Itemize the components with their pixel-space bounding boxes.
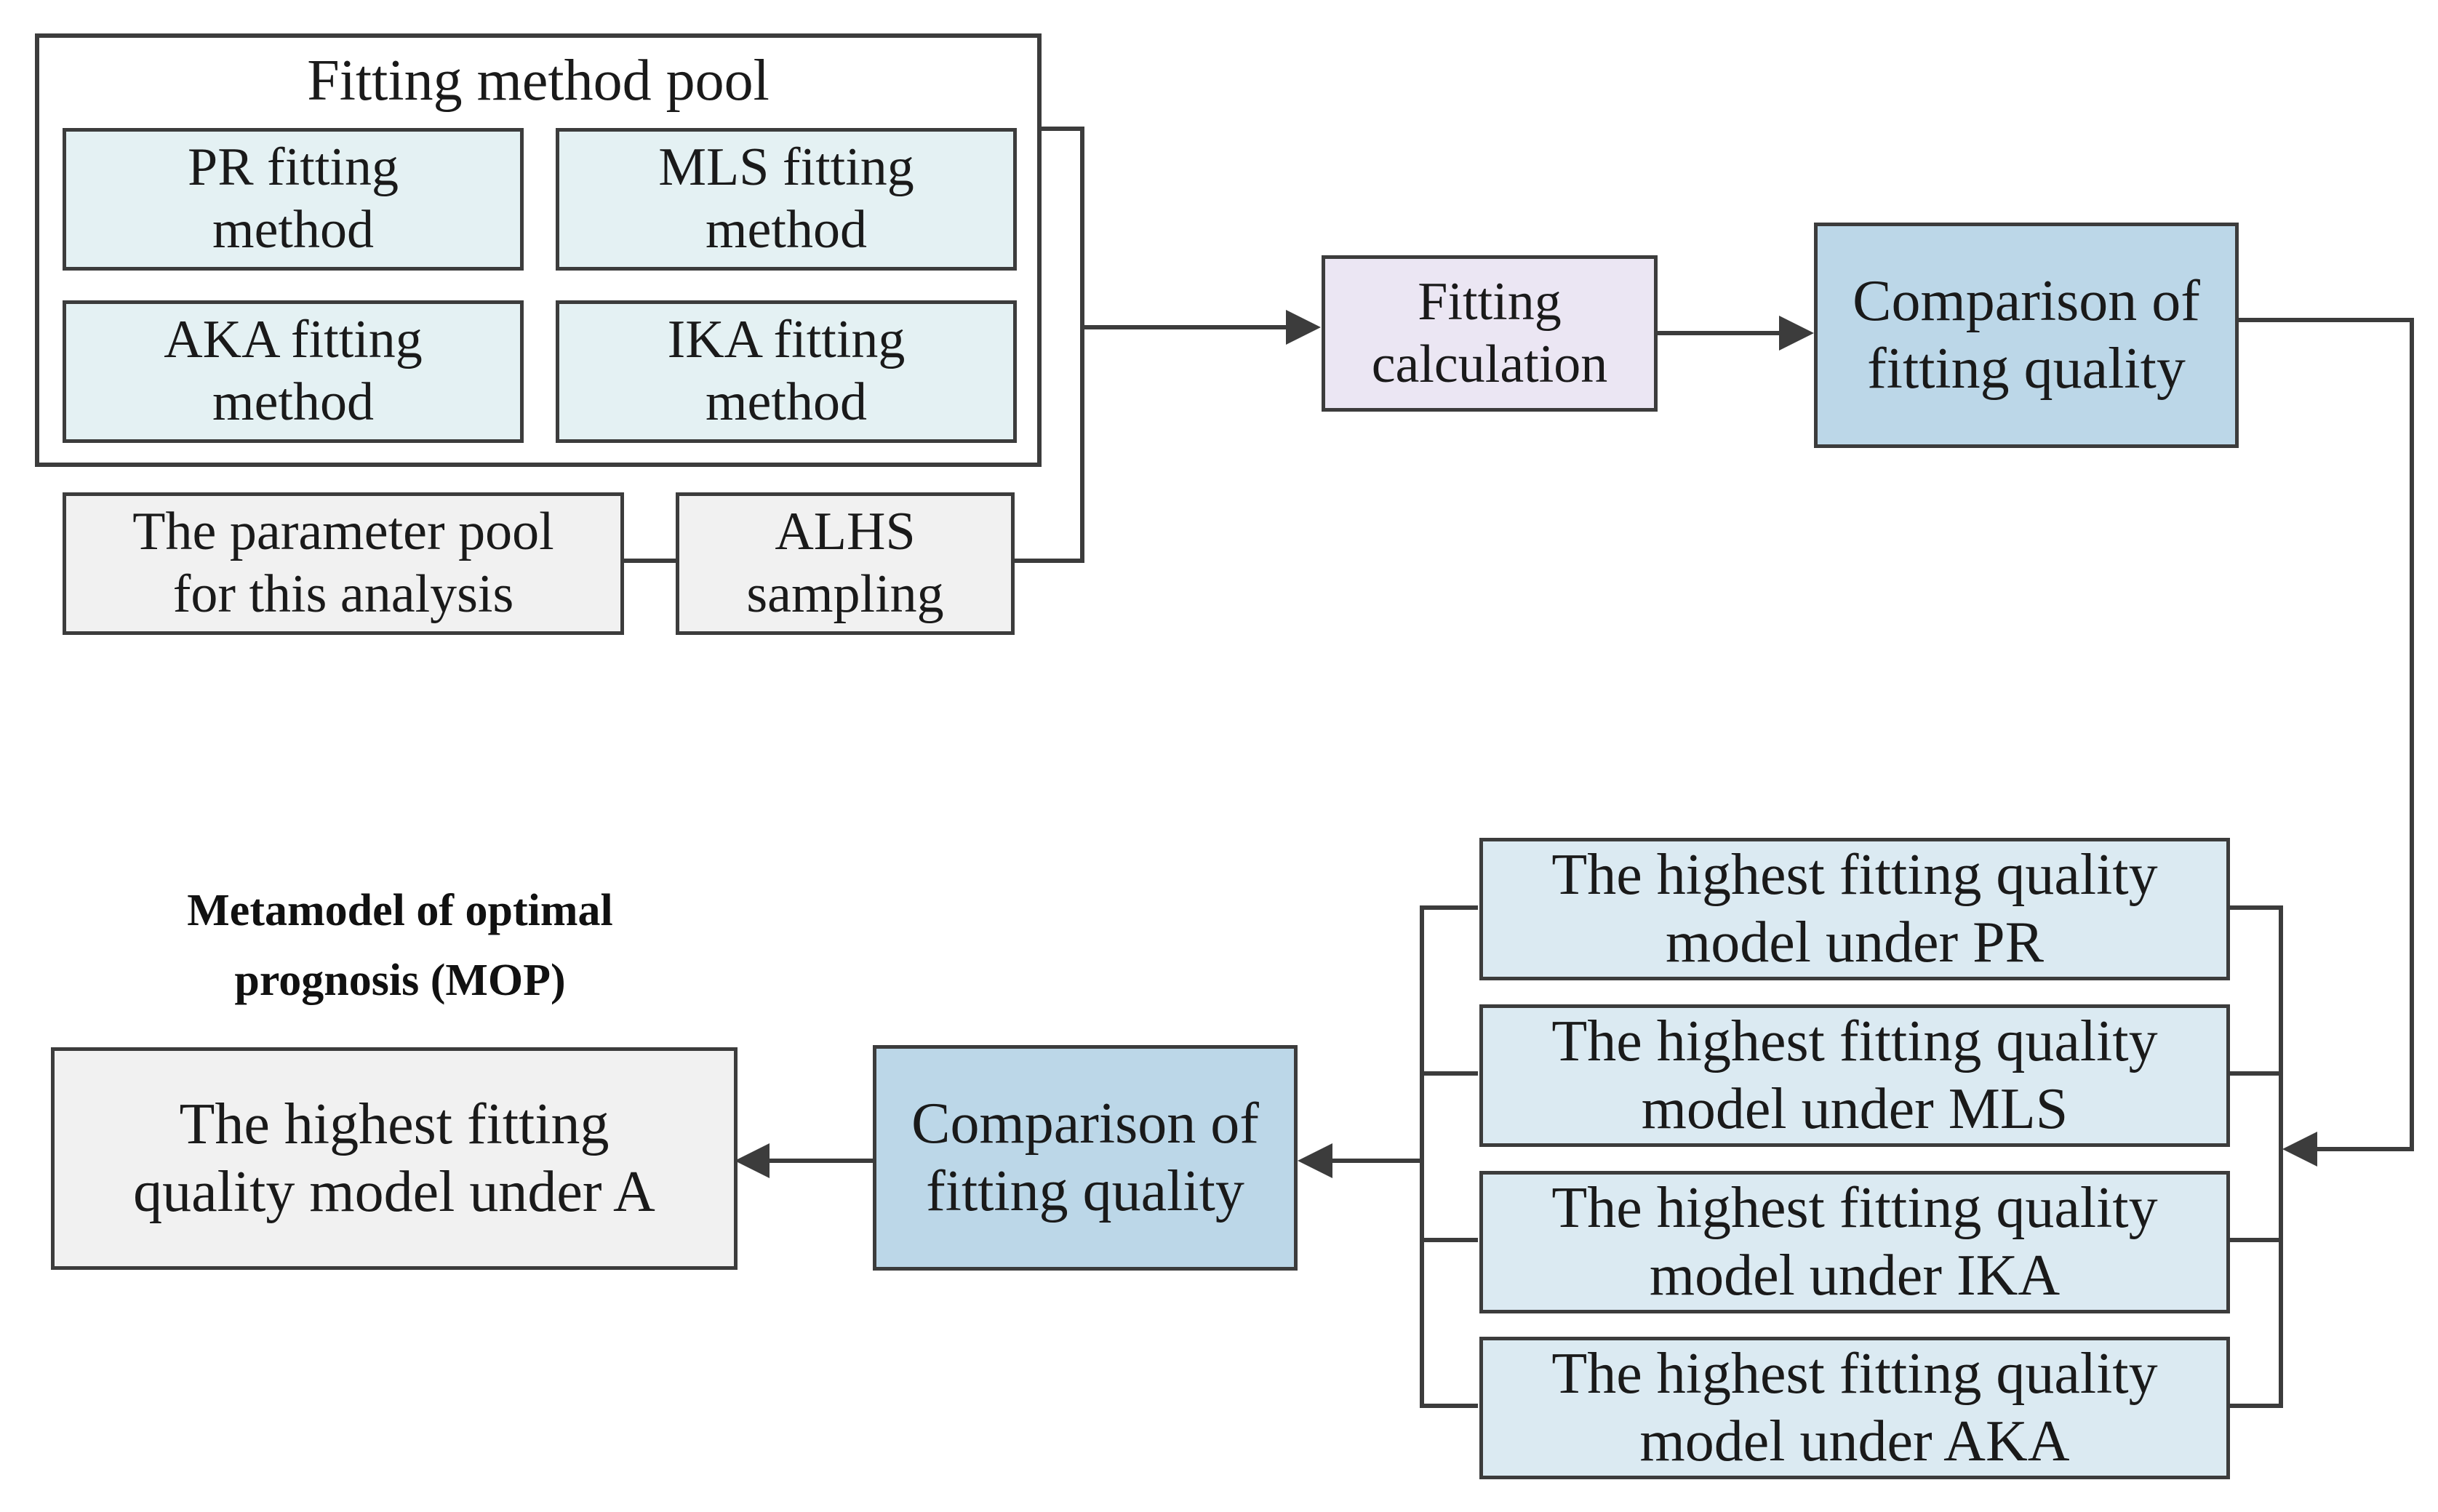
- fitting-calculation-box: Fitting calculation: [1322, 255, 1658, 412]
- fitting-calculation-label: Fitting calculation: [1371, 271, 1608, 394]
- mls-fitting-method-label: MLS fitting method: [658, 137, 914, 260]
- parameter-pool-box: The parameter pool for this analysis: [63, 492, 624, 635]
- results-left-bracket: [1420, 905, 1478, 1408]
- comparison-bottom-label: Comparison of fitting quality: [911, 1092, 1259, 1223]
- result-box-mls: The highest fitting quality model under …: [1479, 1004, 2230, 1147]
- pr-fitting-method: PR fitting method: [63, 128, 524, 271]
- pool-merge-bracket: [1012, 127, 1084, 563]
- final-model-label: The highest fitting quality model under …: [133, 1092, 655, 1224]
- fitting-method-pool-frame: Fitting method pool: [35, 33, 1042, 467]
- aka-fitting-method-label: AKA fitting method: [164, 310, 423, 432]
- ika-fitting-method-label: IKA fitting method: [667, 310, 906, 432]
- result-label-aka: The highest fitting quality model under …: [1551, 1342, 2158, 1473]
- pr-fitting-method-label: PR fitting method: [188, 137, 399, 260]
- ika-fitting-method: IKA fitting method: [556, 300, 1017, 443]
- result-box-pr: The highest fitting quality model under …: [1479, 838, 2230, 980]
- mop-label: Metamodel of optimal prognosis (MOP): [187, 886, 613, 1006]
- aka-fitting-method: AKA fitting method: [63, 300, 524, 443]
- alhs-sampling-box: ALHS sampling: [676, 492, 1015, 635]
- comparison-bottom-box: Comparison of fitting quality: [873, 1045, 1298, 1271]
- result-box-aka: The highest fitting quality model under …: [1479, 1337, 2230, 1479]
- comparison-top-box: Comparison of fitting quality: [1814, 223, 2239, 448]
- fitting-method-pool-title: Fitting method pool: [307, 49, 770, 113]
- result-label-ika: The highest fitting quality model under …: [1551, 1176, 2158, 1308]
- alhs-sampling-label: ALHS sampling: [746, 502, 944, 624]
- result-label-pr: The highest fitting quality model under …: [1551, 843, 2158, 975]
- mls-fitting-method: MLS fitting method: [556, 128, 1017, 271]
- comparison-top-label: Comparison of fitting quality: [1853, 269, 2200, 401]
- parameter-pool-label: The parameter pool for this analysis: [132, 502, 554, 624]
- results-right-bracket: [2226, 905, 2283, 1408]
- result-label-mls: The highest fitting quality model under …: [1551, 1009, 2158, 1141]
- result-box-ika: The highest fitting quality model under …: [1479, 1171, 2230, 1313]
- arrow-to-results: [2236, 318, 2414, 1167]
- final-model-box: The highest fitting quality model under …: [51, 1047, 738, 1270]
